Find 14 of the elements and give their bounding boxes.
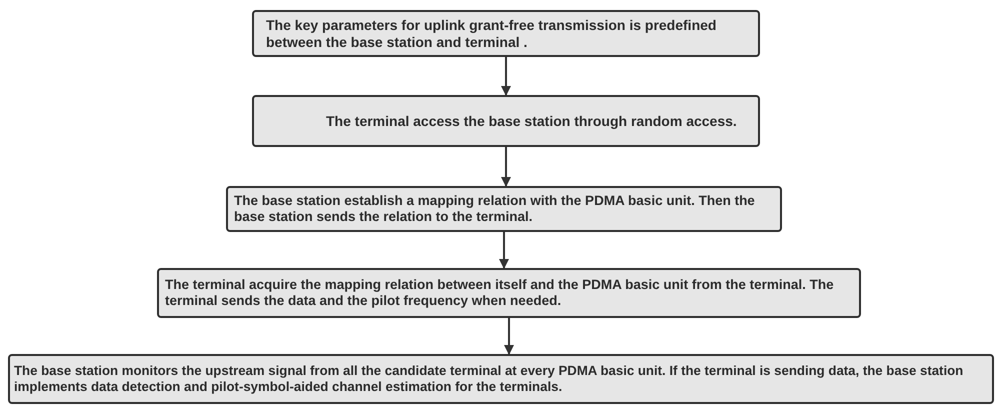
arrow [499,232,509,269]
process-box [8,354,994,404]
step-text: The terminal acquire the mapping relation between itself and the PDMA basic unit from the terminal. The terminal sends the data and the pilot frequency when needed. [165,276,835,310]
step-text: The key parameters for uplink grant-free transmission is predefined between the base station and terminal . [266,16,718,50]
arrow [501,57,511,96]
arrow [501,147,511,187]
process-box [226,186,782,232]
step-text: The base station monitors the upstream signal from all the candidate terminal at every PDMA basic unit. If the terminal is sending data, the base station implements data detection and pilot-symbol-aided channel estimation for the terminals. [14,363,964,395]
arrow [504,318,514,355]
step-text: The base station establish a mapping relation with the PDMA basic unit. Then the base station sends the relation to the terminal. [234,192,756,226]
process-box [157,268,861,318]
step-text: The terminal access the base station through random access. [326,112,738,130]
process-box [252,95,760,147]
process-box [252,10,760,57]
